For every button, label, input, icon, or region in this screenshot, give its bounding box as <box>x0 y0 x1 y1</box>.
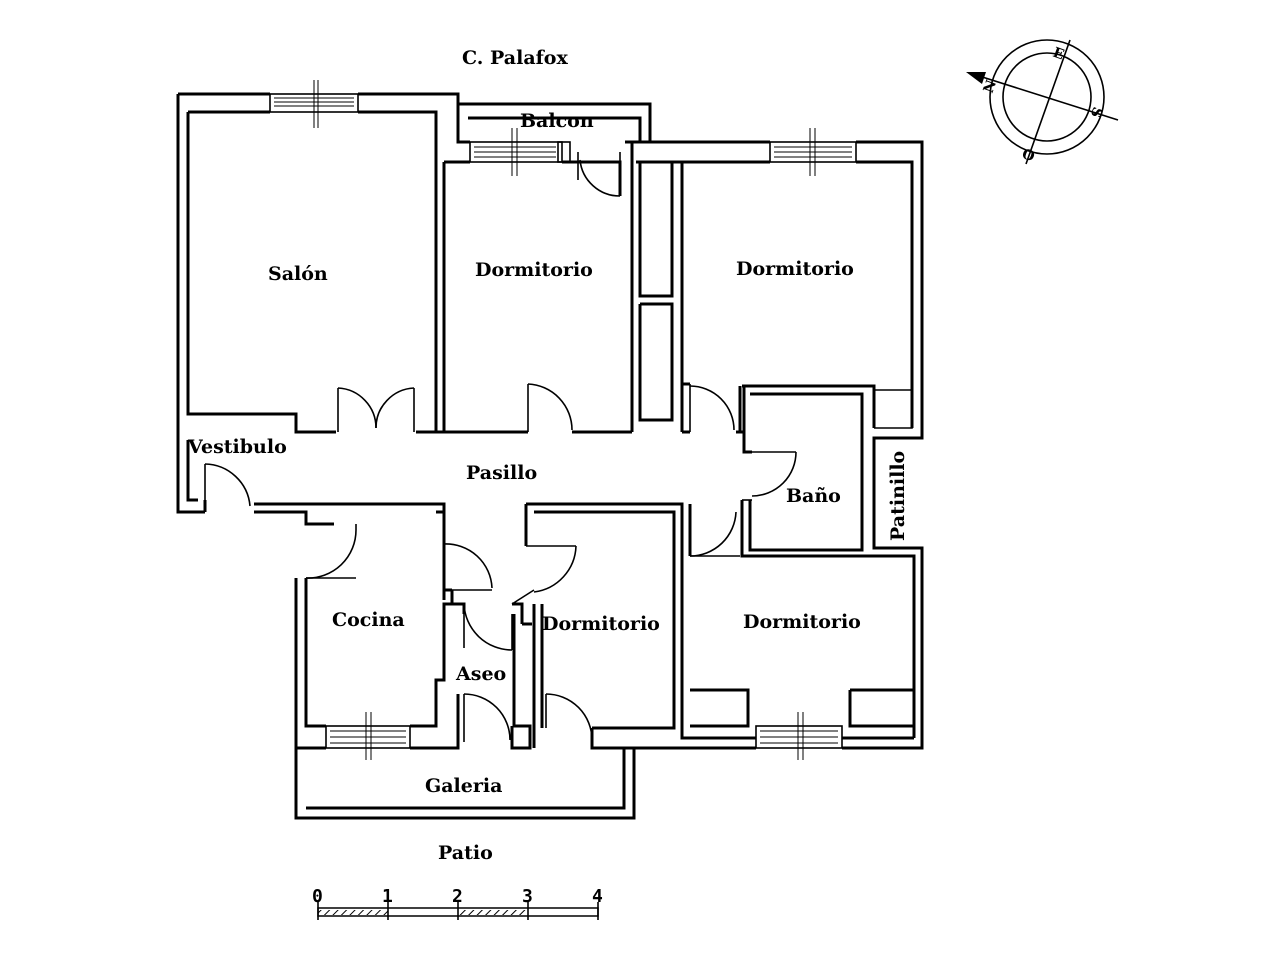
room-label-dormitorio-4: Dormitorio <box>743 611 861 633</box>
compass-north: N <box>981 78 1000 96</box>
patio-label: Patio <box>438 842 493 864</box>
street-label: C. Palafox <box>462 47 568 69</box>
windows <box>269 80 857 760</box>
room-label-dormitorio-1: Dormitorio <box>475 259 593 281</box>
scale-tick-0: 0 <box>312 886 323 907</box>
scale-bar: 0 1 2 3 4 <box>312 886 603 920</box>
doors <box>204 152 797 742</box>
room-label-cocina: Cocina <box>332 609 405 631</box>
compass-east: E <box>1051 45 1067 64</box>
exterior-walls <box>176 92 924 820</box>
compass-west: O <box>1020 144 1037 163</box>
room-label-salon: Salón <box>268 263 328 285</box>
room-label-vestibulo: Vestibulo <box>187 436 287 458</box>
room-label-bano: Baño <box>786 485 841 507</box>
room-label-patinillo: Patinillo <box>887 451 909 541</box>
room-label-aseo: Aseo <box>455 663 506 685</box>
north-arrow-icon <box>966 72 986 84</box>
room-label-dormitorio-2: Dormitorio <box>736 258 854 280</box>
scale-tick-2: 2 <box>452 886 463 907</box>
room-label-dormitorio-3: Dormitorio <box>542 613 660 635</box>
scale-tick-4: 4 <box>592 886 603 907</box>
room-label-pasillo: Pasillo <box>466 462 537 484</box>
room-label-galeria: Galeria <box>425 775 502 797</box>
room-labels: C. Palafox Balcon Salón Dormitorio Dormi… <box>187 47 909 864</box>
scale-tick-3: 3 <box>522 886 533 907</box>
scale-tick-1: 1 <box>382 886 393 907</box>
compass-rose: N E S O <box>966 39 1119 165</box>
room-label-balcon: Balcon <box>520 110 594 132</box>
